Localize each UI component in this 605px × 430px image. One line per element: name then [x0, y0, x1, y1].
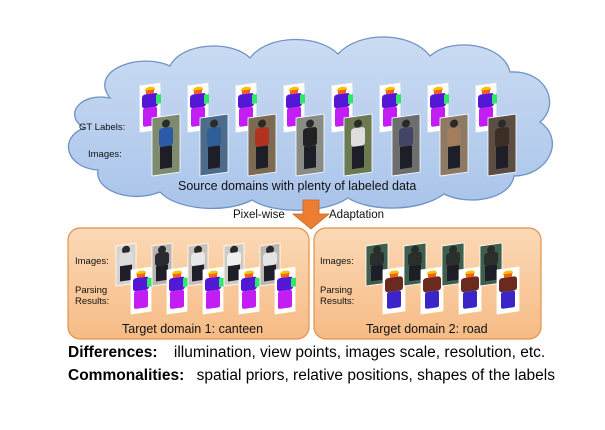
commonalities-text: spatial priors, relative positions, shap… — [196, 367, 555, 384]
source-photo — [439, 113, 469, 177]
source-label-map — [475, 82, 497, 133]
source-photo — [295, 113, 325, 177]
target2-sample-pairs — [365, 242, 520, 315]
canteen-parsing-result — [202, 266, 224, 315]
road-photo — [441, 242, 465, 287]
source-photo — [487, 113, 517, 177]
differences-line: Differences: illumination, view points, … — [68, 344, 545, 362]
commonalities-line: Commonalities: spatial priors, relative … — [68, 367, 555, 385]
target2-images-label: Images: — [320, 256, 354, 267]
canteen-parsing-result — [274, 266, 296, 315]
canteen-parsing-result — [238, 266, 260, 315]
target2-results-label: Results: — [320, 296, 354, 307]
road-parsing-result — [420, 266, 444, 315]
road-parsing-result — [458, 266, 482, 315]
road-photo — [403, 242, 427, 287]
source-photo — [247, 113, 277, 177]
pixel-wise-label: Pixel-wise — [233, 209, 285, 221]
target1-images-label: Images: — [75, 256, 109, 267]
differences-text: illumination, view points, images scale,… — [173, 344, 546, 361]
adaptation-arrow — [291, 199, 331, 230]
canteen-parsing-result — [130, 266, 152, 315]
source-photo — [391, 113, 421, 177]
target1-results-label: Results: — [75, 296, 109, 307]
road-photo — [365, 242, 389, 287]
gt-labels-label: GT Labels: — [79, 122, 125, 133]
images-label: Images: — [88, 149, 122, 160]
source-caption: Source domains with plenty of labeled da… — [178, 179, 416, 193]
target1-caption: Target domain 1: canteen — [122, 322, 263, 336]
source-sample-pairs — [139, 82, 517, 177]
adaptation-label: Adaptation — [329, 209, 384, 221]
source-photo — [199, 113, 229, 177]
target2-parsing-label: Parsing — [320, 285, 352, 296]
canteen-parsing-result — [166, 266, 188, 315]
source-photo — [151, 113, 181, 177]
road-parsing-result — [496, 266, 520, 315]
commonalities-label: Commonalities: — [68, 367, 185, 384]
road-parsing-result — [382, 266, 406, 315]
differences-label: Differences: — [68, 344, 158, 361]
target2-caption: Target domain 2: road — [366, 322, 488, 336]
target1-parsing-label: Parsing — [75, 285, 107, 296]
source-photo — [343, 113, 373, 177]
canteen-photo — [223, 242, 245, 287]
target1-sample-pairs — [115, 242, 296, 315]
road-photo — [479, 242, 503, 287]
